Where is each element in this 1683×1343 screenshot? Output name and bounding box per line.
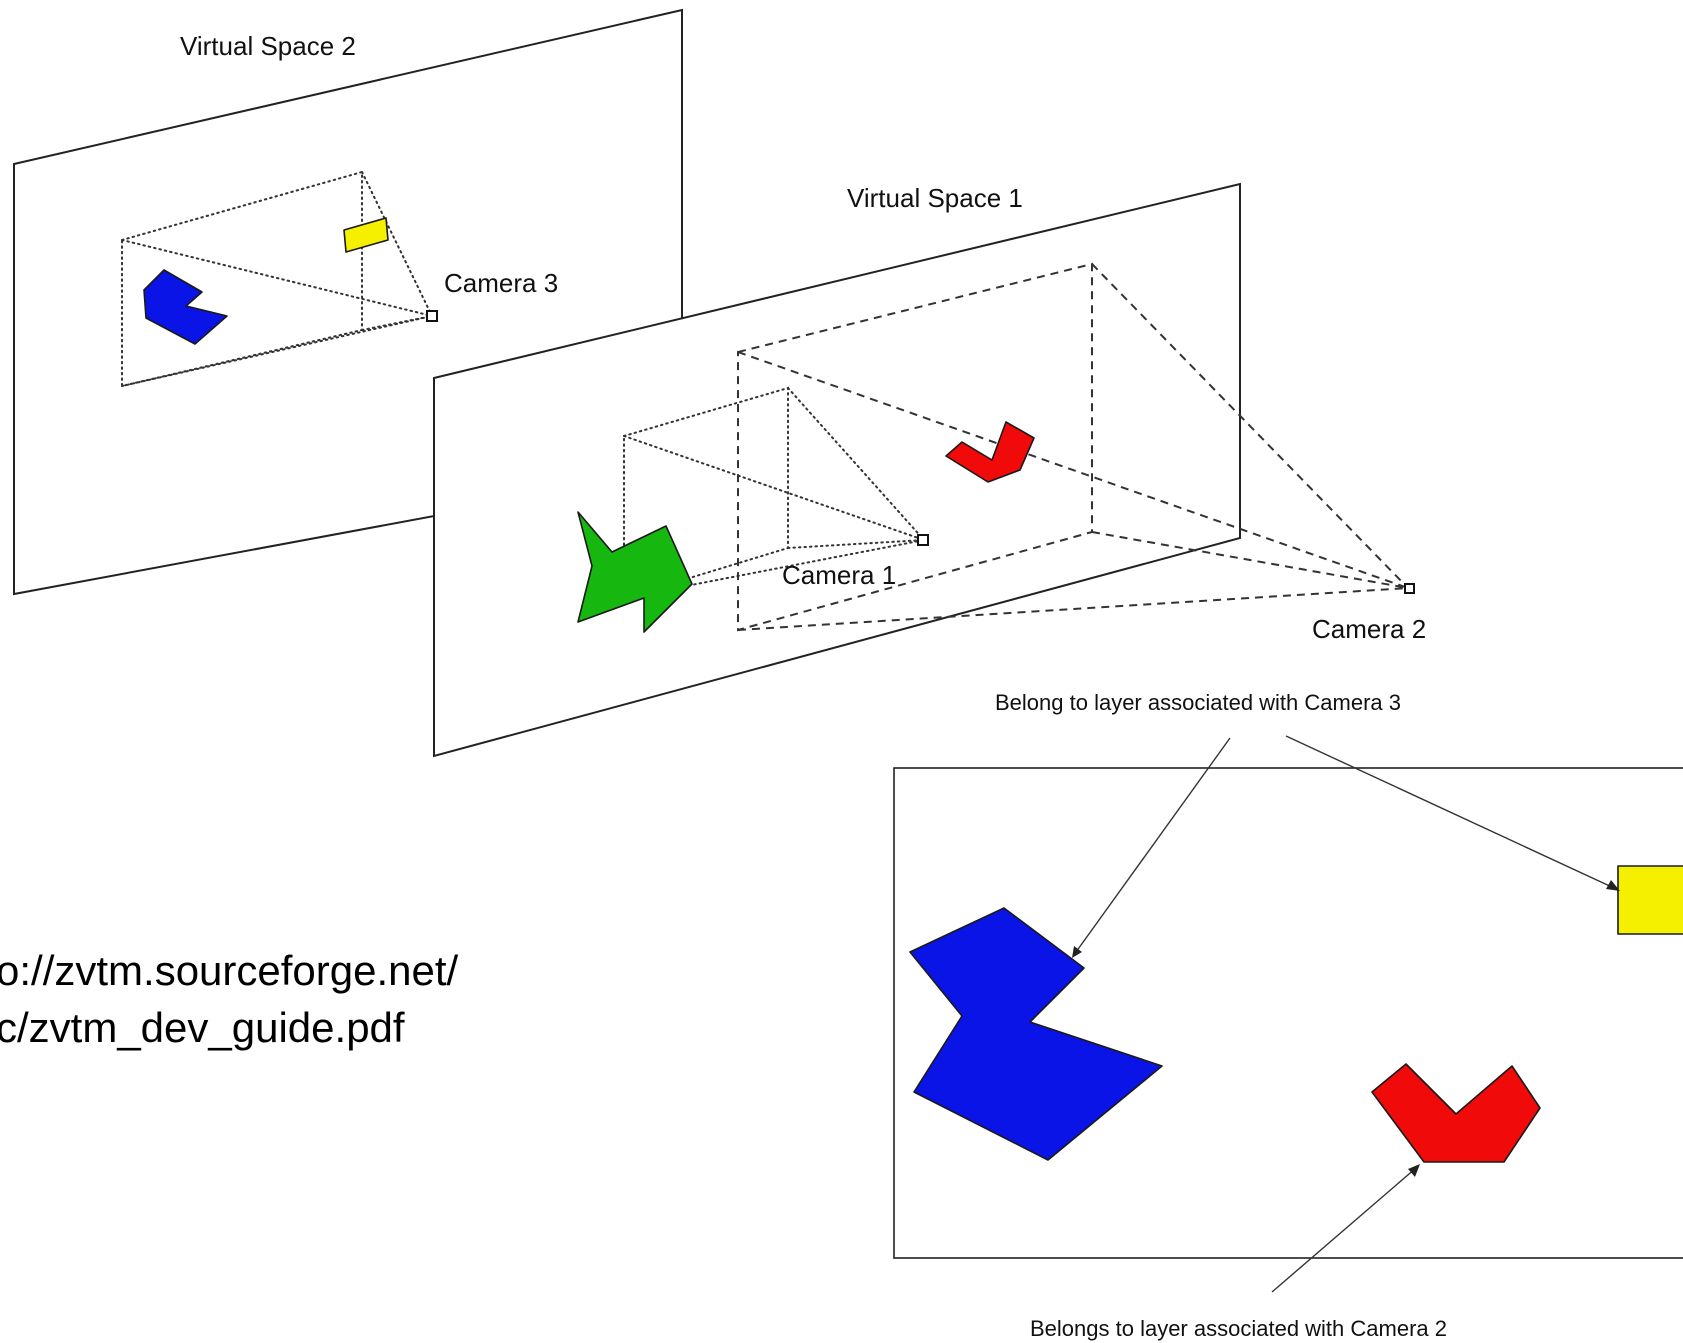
camera-2-label: Camera 2 xyxy=(1312,614,1426,644)
virtual-space-2-label: Virtual Space 2 xyxy=(180,31,356,61)
arrow-to-red-polygon xyxy=(1271,1164,1420,1293)
blue-polygon-large xyxy=(909,907,1163,1161)
camera-2-marker xyxy=(1404,583,1415,594)
camera-3-label: Camera 3 xyxy=(444,268,558,298)
arrow-to-yellow-rectangle xyxy=(1285,735,1620,891)
guide-url-line-1: o://zvtm.sourceforge.net/ xyxy=(0,947,459,994)
camera-3-frustum xyxy=(121,170,433,388)
yellow-rectangle-large xyxy=(1617,865,1683,935)
blue-polygon-small xyxy=(143,269,228,345)
yellow-rectangle-small xyxy=(343,217,389,253)
camera-3-marker xyxy=(426,310,438,322)
camera-1-marker xyxy=(917,534,929,546)
camera-3-layer-note: Belong to layer associated with Camera 3 xyxy=(995,690,1401,715)
virtual-space-1-plane xyxy=(433,182,1241,758)
arrow-to-blue-polygon xyxy=(1072,737,1231,958)
camera-1-label: Camera 1 xyxy=(782,560,896,590)
virtual-space-1-label: Virtual Space 1 xyxy=(847,183,1023,213)
red-polygon-small xyxy=(945,421,1035,483)
camera-2-layer-note: Belongs to layer associated with Camera … xyxy=(1030,1316,1447,1341)
camera-2-frustum xyxy=(737,262,1409,632)
green-polygon xyxy=(577,511,693,633)
guide-url-line-2: c/zvtm_dev_guide.pdf xyxy=(0,1004,405,1051)
red-polygon-large xyxy=(1371,1063,1541,1163)
